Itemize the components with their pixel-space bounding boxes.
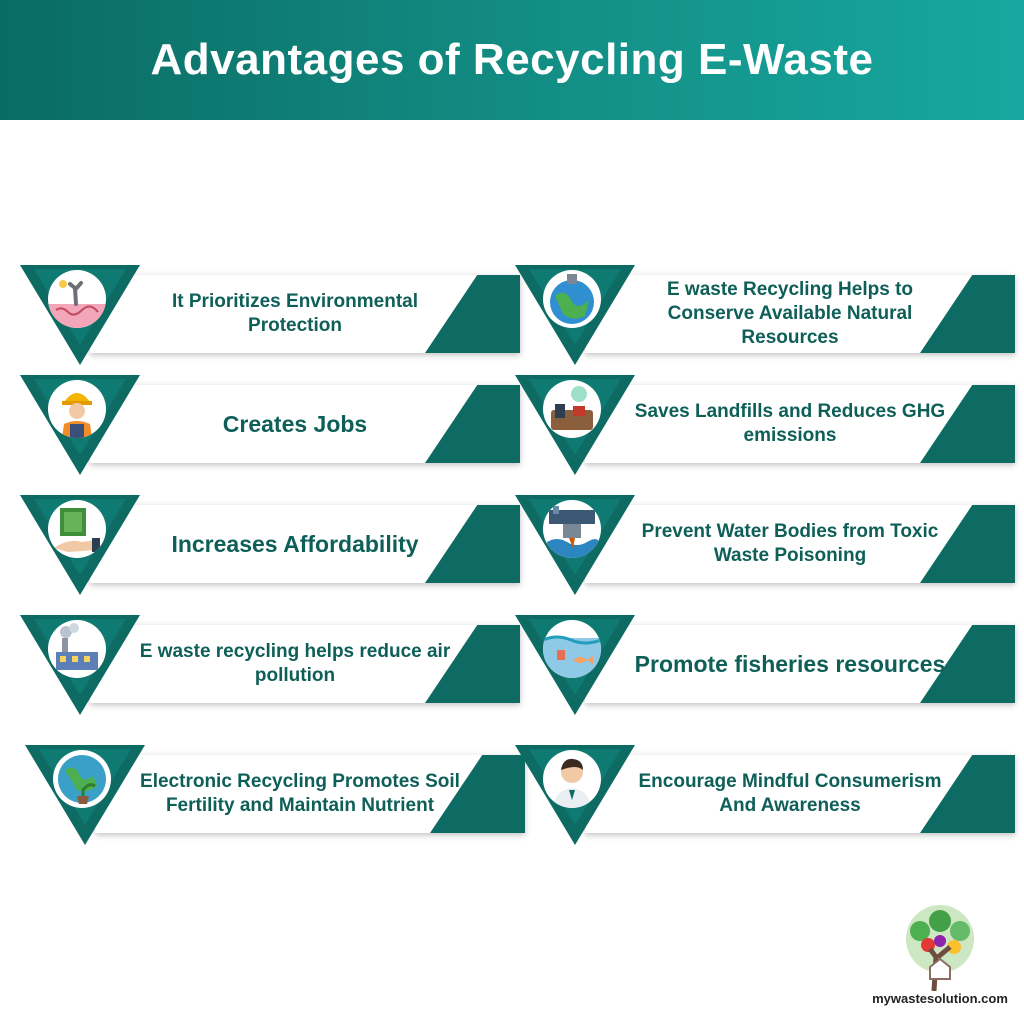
advantage-label: Increases Affordability: [171, 530, 419, 557]
construction-worker-icon: [48, 380, 106, 438]
advantage-card: Encourage Mindful Consumerism And Awaren…: [515, 745, 1015, 845]
brand-logo: mywastesolution.com: [872, 905, 1008, 1015]
header-banner: Advantages of Recycling E-Waste: [0, 0, 1024, 120]
tree-house-logo-icon: [906, 905, 974, 992]
advantage-label: Saves Landfills and Reduces GHG emission…: [634, 401, 946, 446]
advantage-label: Creates Jobs: [222, 410, 368, 437]
page-title: Advantages of Recycling E-Waste: [150, 35, 874, 84]
advantage-card: E waste recycling helps reduce air pollu…: [20, 615, 520, 715]
site-url: mywastesolution.com: [872, 991, 1008, 1006]
dead-tree-soil-icon: [48, 270, 106, 328]
advantage-label: It Prioritizes Environmental Protection: [172, 291, 418, 336]
advantage-label: E waste recycling helps reduce air pollu…: [139, 641, 451, 686]
fish-water-icon: [543, 620, 601, 678]
advantage-label: Promote fisheries resources: [634, 650, 946, 677]
factory-smoke-icon: [48, 620, 106, 678]
globe-resources-icon: [543, 270, 601, 328]
advantage-card: Electronic Recycling Promotes Soil Ferti…: [25, 745, 525, 845]
advantage-card: Creates Jobs: [20, 375, 520, 475]
factory-water-pollution-icon: [543, 500, 601, 558]
advantage-label: Electronic Recycling Promotes Soil Ferti…: [140, 771, 460, 816]
landfill-waste-icon: [543, 380, 601, 438]
advantage-card: It Prioritizes Environmental Protection: [20, 265, 520, 365]
advantage-card: Increases Affordability: [20, 495, 520, 595]
advantage-label: Prevent Water Bodies from Toxic Waste Po…: [641, 521, 939, 566]
advantage-card: Saves Landfills and Reduces GHG emission…: [515, 375, 1015, 475]
money-in-hand-icon: [48, 500, 106, 558]
advantage-label: E waste Recycling Helps to Conserve Avai…: [666, 279, 914, 348]
advantage-card: E waste Recycling Helps to Conserve Avai…: [515, 265, 1015, 365]
advantage-card: Promote fisheries resources: [515, 615, 1015, 715]
person-avatar-icon: [543, 750, 601, 808]
advantage-card: Prevent Water Bodies from Toxic Waste Po…: [515, 495, 1015, 595]
advantage-label: Encourage Mindful Consumerism And Awaren…: [638, 771, 942, 816]
earth-plant-icon: [53, 750, 111, 808]
